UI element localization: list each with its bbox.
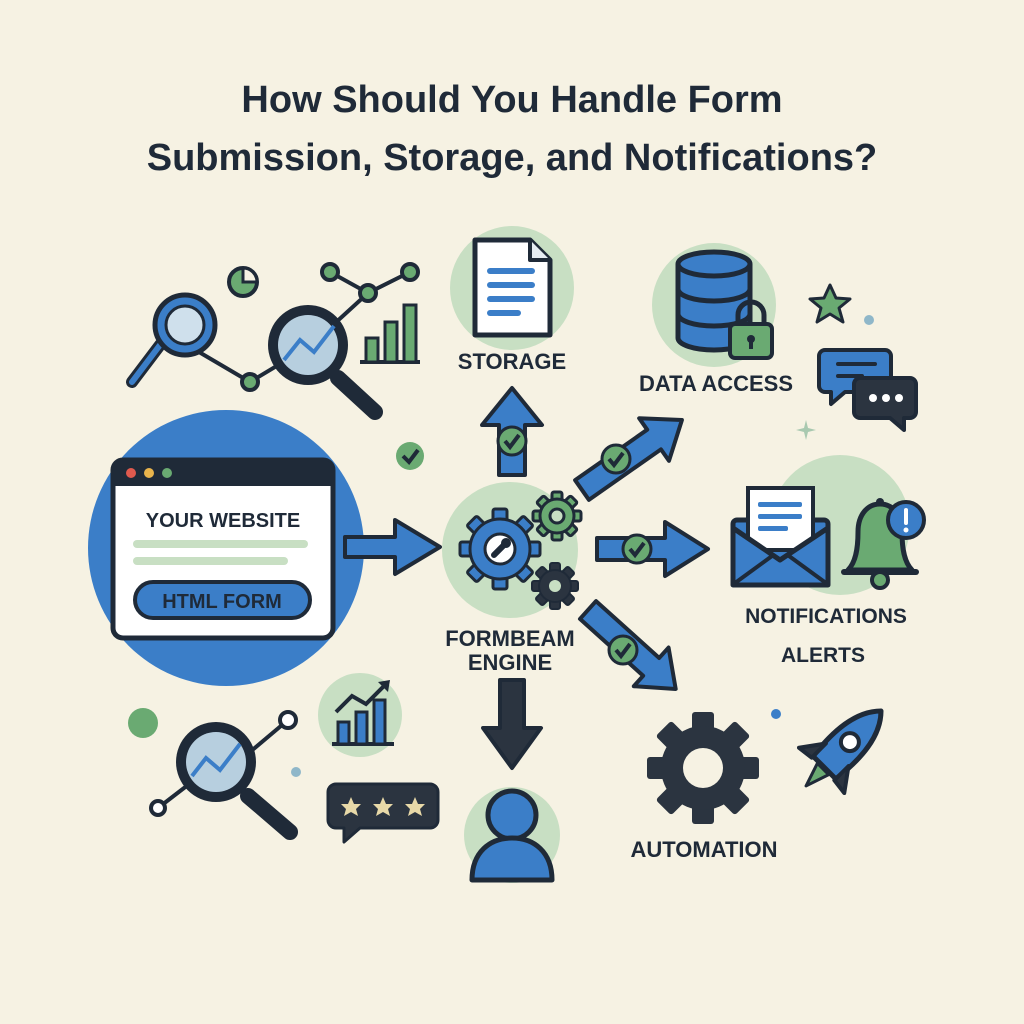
envelope-icon (730, 486, 831, 588)
star-icon (808, 283, 852, 324)
title-line-1: How Should You Handle Form (241, 79, 782, 121)
green-gear-icon (531, 490, 583, 542)
storage-node: STORAGE (450, 226, 574, 374)
window-close-dot (126, 468, 136, 478)
magnifier-icon (126, 292, 218, 388)
text-line-1 (133, 540, 308, 548)
decor-dot (771, 709, 781, 719)
automation-gear-icon (647, 712, 759, 824)
engine-label-line-2: ENGINE (468, 650, 552, 675)
engine-node: FORMBEAM ENGINE (442, 482, 583, 675)
notifications-label: NOTIFICATIONS (745, 605, 907, 628)
chat-bubbles-icon (817, 348, 918, 432)
alerts-label: ALERTS (781, 644, 865, 667)
dark-gear-icon (531, 562, 579, 610)
engine-label-line-1: FORMBEAM (445, 626, 575, 651)
analytics-cluster-bottom-icon (128, 673, 440, 844)
lock-icon (728, 299, 774, 360)
rocket-icon (796, 708, 884, 796)
html-form-label: HTML FORM (162, 591, 282, 613)
trend-magnifier-icon (176, 722, 298, 840)
html-form-button (133, 580, 312, 620)
arrow-engine-to-user (481, 678, 543, 770)
website-node: YOUR WEBSITE HTML FORM (88, 410, 364, 686)
arrow-engine-to-notifications (595, 520, 710, 578)
website-label: YOUR WEBSITE (146, 510, 300, 532)
user-head-icon (485, 788, 539, 842)
pie-chart-icon (227, 266, 259, 298)
title-line-2: Submission, Storage, and Notifications? (147, 137, 878, 179)
arrow-engine-to-automation (577, 599, 678, 691)
window-max-dot (162, 468, 172, 478)
user-body-icon (469, 835, 555, 883)
analytics-cluster-top-icon (126, 262, 420, 420)
arrow-engine-to-storage (480, 386, 544, 477)
decor-dot (128, 708, 158, 738)
notifications-node: NOTIFICATIONS ALERTS (730, 455, 926, 667)
user-node (464, 787, 560, 883)
sparkle-icon (796, 420, 816, 440)
arrow-website-to-engine (343, 518, 442, 576)
text-line-2 (133, 557, 288, 565)
data-access-node: DATA ACCESS (639, 243, 793, 396)
trend-magnifier-icon (268, 305, 383, 420)
window-min-dot (144, 468, 154, 478)
blue-gear-icon (458, 507, 542, 591)
rating-stars-icon (326, 782, 440, 844)
check-badge-icon (396, 442, 424, 470)
alert-badge-icon (886, 500, 926, 540)
decor-dot (864, 315, 874, 325)
growth-chart-icon (318, 673, 402, 757)
data-access-label: DATA ACCESS (639, 371, 793, 396)
storage-label: STORAGE (458, 349, 566, 374)
decor-dot (291, 767, 301, 777)
arrow-engine-to-data-access (573, 416, 684, 502)
automation-node: AUTOMATION (630, 708, 884, 862)
automation-label: AUTOMATION (630, 837, 777, 862)
bar-chart-icon (360, 303, 420, 364)
